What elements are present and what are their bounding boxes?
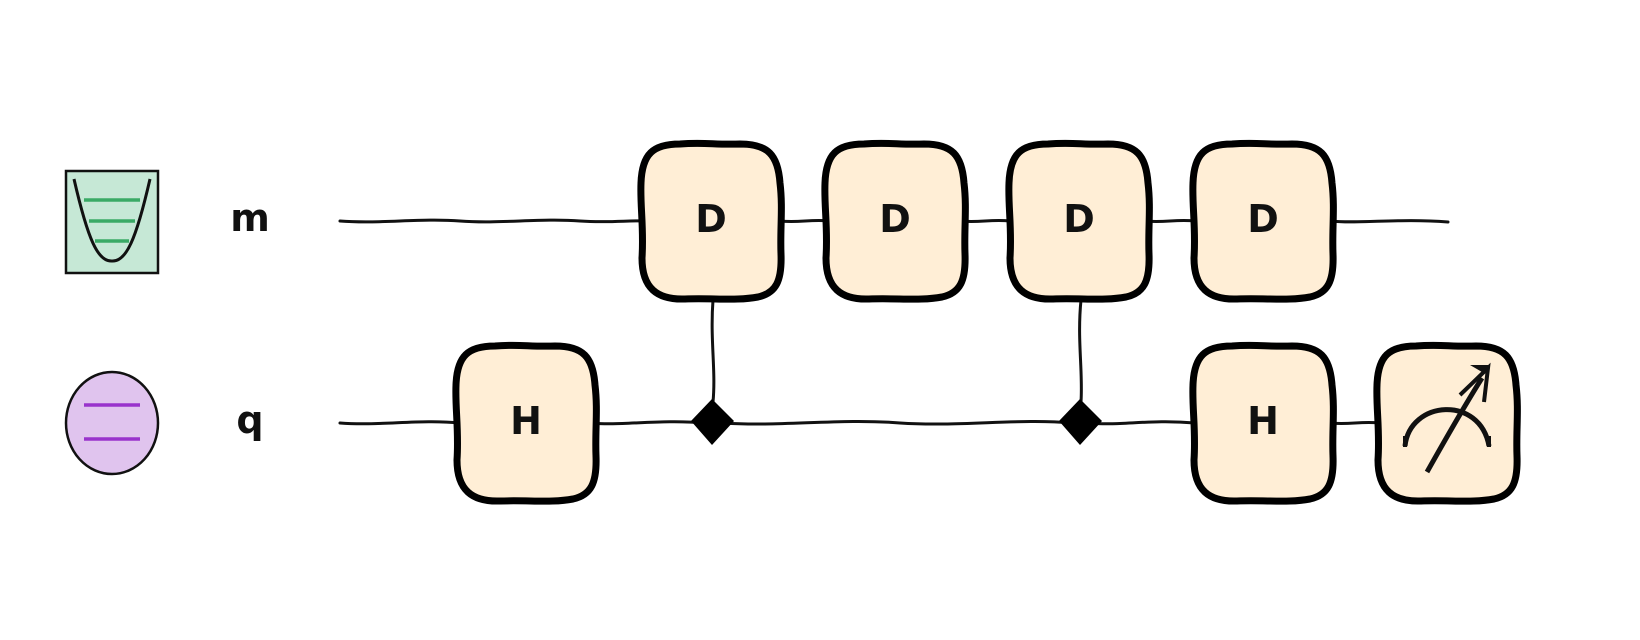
wire-q — [338, 419, 1382, 426]
gate-d-m-1[interactable]: D — [637, 139, 785, 303]
register-label-m: m — [230, 196, 270, 240]
control-2 — [1059, 399, 1102, 445]
meter-icon — [1402, 362, 1492, 474]
gate-d-m-2[interactable]: D — [821, 139, 969, 303]
gate-d-m-3[interactable]: D — [1005, 139, 1153, 303]
control-line-2 — [1078, 299, 1083, 403]
gate-label: D — [695, 197, 727, 241]
gate-h-q-2[interactable]: H — [1189, 341, 1337, 505]
harmonic-oscillator-icon — [64, 169, 160, 275]
wire-m — [338, 218, 1450, 224]
gate-label: D — [1063, 197, 1095, 241]
measure-q[interactable] — [1373, 341, 1521, 505]
qubit-icon — [64, 370, 160, 476]
gate-h-q-1[interactable]: H — [452, 341, 600, 505]
gate-d-m-4[interactable]: D — [1189, 139, 1337, 303]
gate-label: D — [1247, 197, 1279, 241]
control-line-1 — [710, 299, 716, 403]
gate-label: H — [1247, 399, 1279, 443]
register-label-q: q — [236, 398, 263, 442]
gate-label: H — [510, 399, 542, 443]
control-1 — [691, 399, 734, 445]
gate-label: D — [879, 197, 911, 241]
